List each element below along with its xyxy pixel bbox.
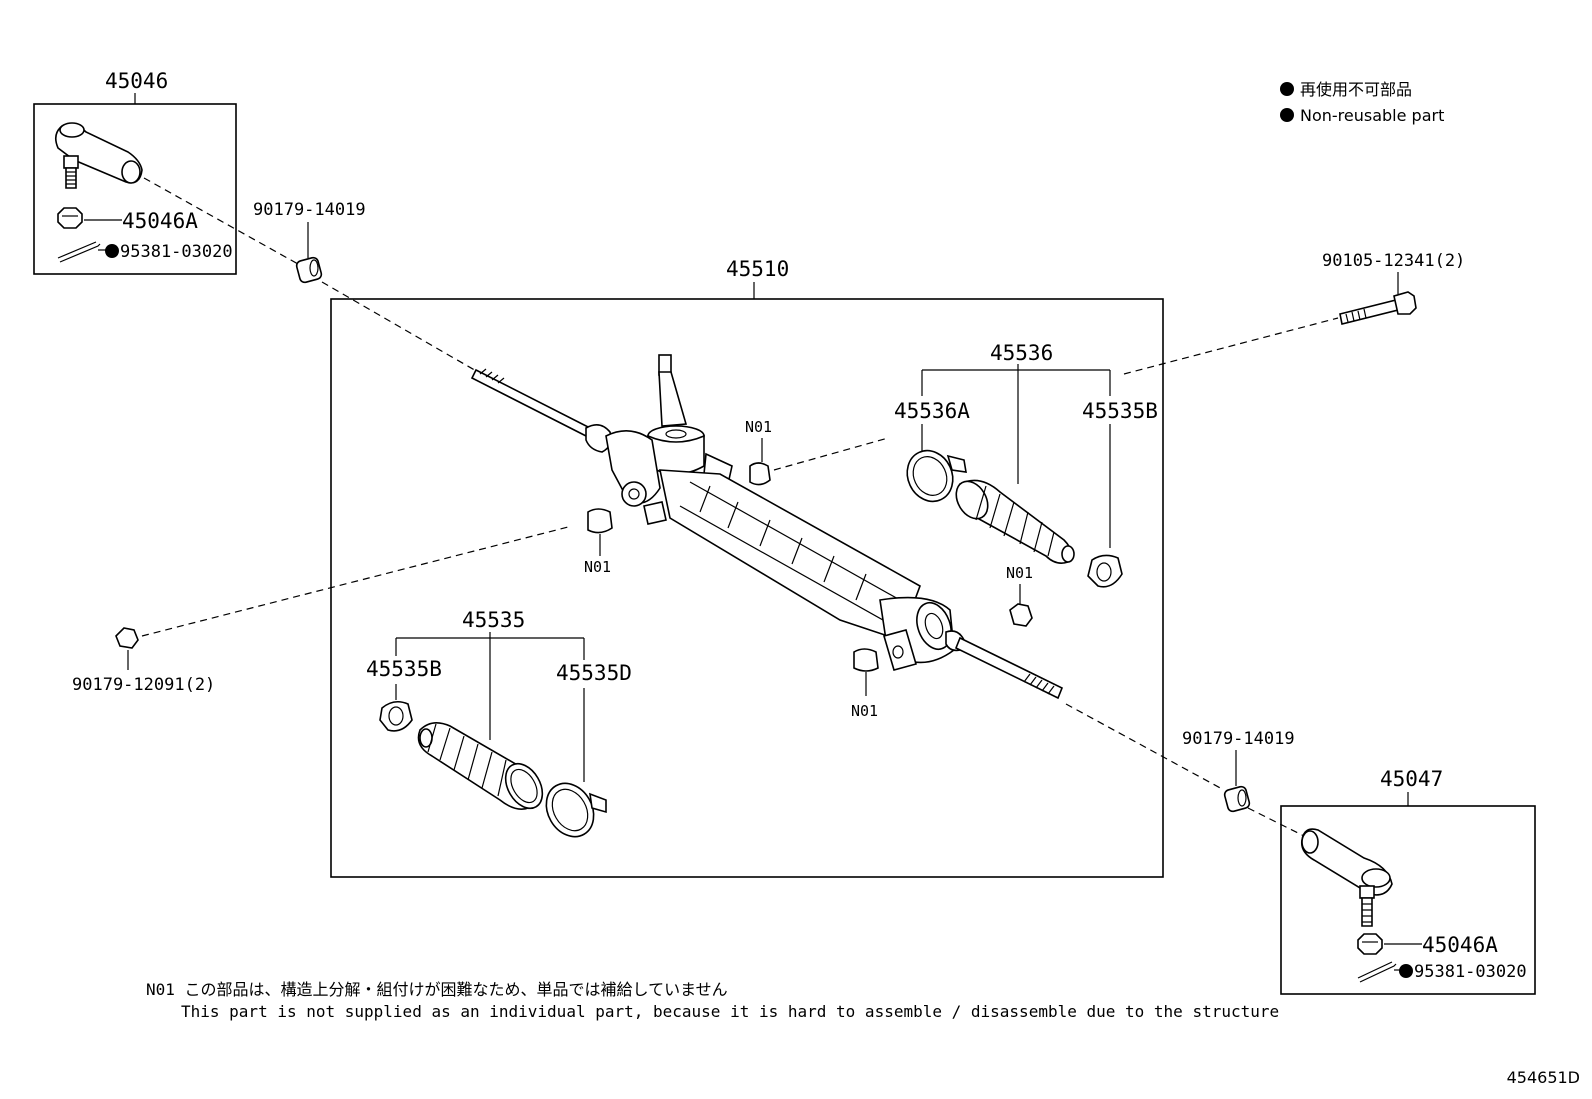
tie-rod-end-rh-box: [1280, 805, 1536, 995]
note-en: This part is not supplied as an individu…: [181, 1002, 1280, 1021]
nut-icon: [115, 627, 139, 649]
n01-part-3: N01: [1006, 564, 1033, 627]
cotter-pin-icon: [57, 241, 101, 263]
grommet-bottom-group: 90179-14019: [1182, 729, 1295, 813]
part-number-45535: 45535: [462, 608, 525, 632]
plug-icon: [587, 508, 613, 534]
note-code: N01: [146, 980, 175, 999]
nut-left-group: 90179-12091(2): [72, 627, 215, 695]
part-number-45535B: 45535B: [1082, 399, 1158, 423]
part-number-90179-12091: 90179-12091(2): [72, 675, 215, 695]
part-number-95381-03020-bottom: 95381-03020: [1414, 962, 1527, 982]
legend-ja: 再使用不可部品: [1300, 80, 1412, 99]
nut-icon: [57, 207, 83, 229]
part-number-90179-14019-bottom: 90179-14019: [1182, 729, 1295, 749]
legend-en: Non-reusable part: [1300, 106, 1444, 125]
boot-icon: [417, 722, 544, 810]
clip-icon: [1087, 554, 1123, 588]
tie-rod-end-rh-group: 45047 45046A 95381-03020: [1280, 767, 1536, 995]
non-reusable-dot-icon: [1399, 964, 1413, 978]
n01-part-1: N01: [745, 418, 772, 486]
clip-icon: [379, 700, 413, 732]
tie-rod-end-lh-box: [33, 103, 237, 275]
part-number-45047: 45047: [1380, 767, 1443, 791]
nut-icon: [1357, 933, 1383, 955]
part-number-45046A: 45046A: [122, 209, 198, 233]
part-number-45046: 45046: [105, 69, 168, 93]
bolt-group: 90105-12341(2): [1322, 251, 1465, 325]
grommet-icon: [295, 256, 323, 284]
tie-rod-end-lh-group: 45046 45046A 95381-03020: [33, 69, 237, 275]
non-reusable-dot-icon: [105, 244, 119, 258]
note-ja-text: この部品は、構造上分解・組付けが困難なため、単品では補給していません: [184, 980, 728, 999]
non-reusable-dot-icon: [1280, 108, 1294, 122]
plug-icon: [749, 462, 771, 486]
part-number-45510: 45510: [726, 257, 789, 281]
tie-rod-end-rh-icon: [1300, 828, 1393, 927]
note-ref-n01: N01: [584, 558, 611, 576]
part-number-90179-14019: 90179-14019: [253, 200, 366, 220]
cotter-pin-icon: [1357, 961, 1397, 983]
note-ref-n01: N01: [1006, 564, 1033, 582]
part-number-45536A: 45536A: [894, 399, 970, 423]
legend: 再使用不可部品 Non-reusable part: [1280, 80, 1444, 125]
boot-kit-lh-group: 45535 45535B 45535D: [366, 608, 632, 838]
bolt-icon: [1339, 291, 1417, 325]
n01-part-4: N01: [851, 648, 879, 720]
note-ref-n01: N01: [851, 702, 878, 720]
part-number-45046A-bottom: 45046A: [1422, 933, 1498, 957]
part-number-95381-03020: 95381-03020: [120, 242, 233, 262]
drawing-id: 454651D: [1506, 1068, 1580, 1087]
grommet-top-group: 90179-14019: [253, 200, 366, 284]
steering-rack-icon: [470, 354, 1064, 700]
rack-assembly-box: [330, 298, 1164, 878]
clamp-icon: [906, 449, 967, 503]
n01-part-2: N01: [584, 508, 613, 576]
non-reusable-dot-icon: [1280, 82, 1294, 96]
part-number-45536: 45536: [990, 341, 1053, 365]
tie-rod-end-lh-icon: [54, 122, 143, 189]
boot-icon: [955, 479, 1075, 564]
part-number-45535B-lh: 45535B: [366, 657, 442, 681]
grommet-icon: [1223, 785, 1251, 813]
part-number-45535D: 45535D: [556, 661, 632, 685]
nut-icon: [1009, 603, 1033, 627]
note-ref-n01: N01: [745, 418, 772, 436]
note-ja: N01 この部品は、構造上分解・組付けが困難なため、単品では補給していません: [146, 976, 728, 1000]
plug-icon: [853, 648, 879, 672]
boot-kit-rh-group: 45536 45536A 45535B: [894, 341, 1158, 588]
clamp-icon: [545, 782, 607, 838]
part-number-90105-12341: 90105-12341(2): [1322, 251, 1465, 271]
